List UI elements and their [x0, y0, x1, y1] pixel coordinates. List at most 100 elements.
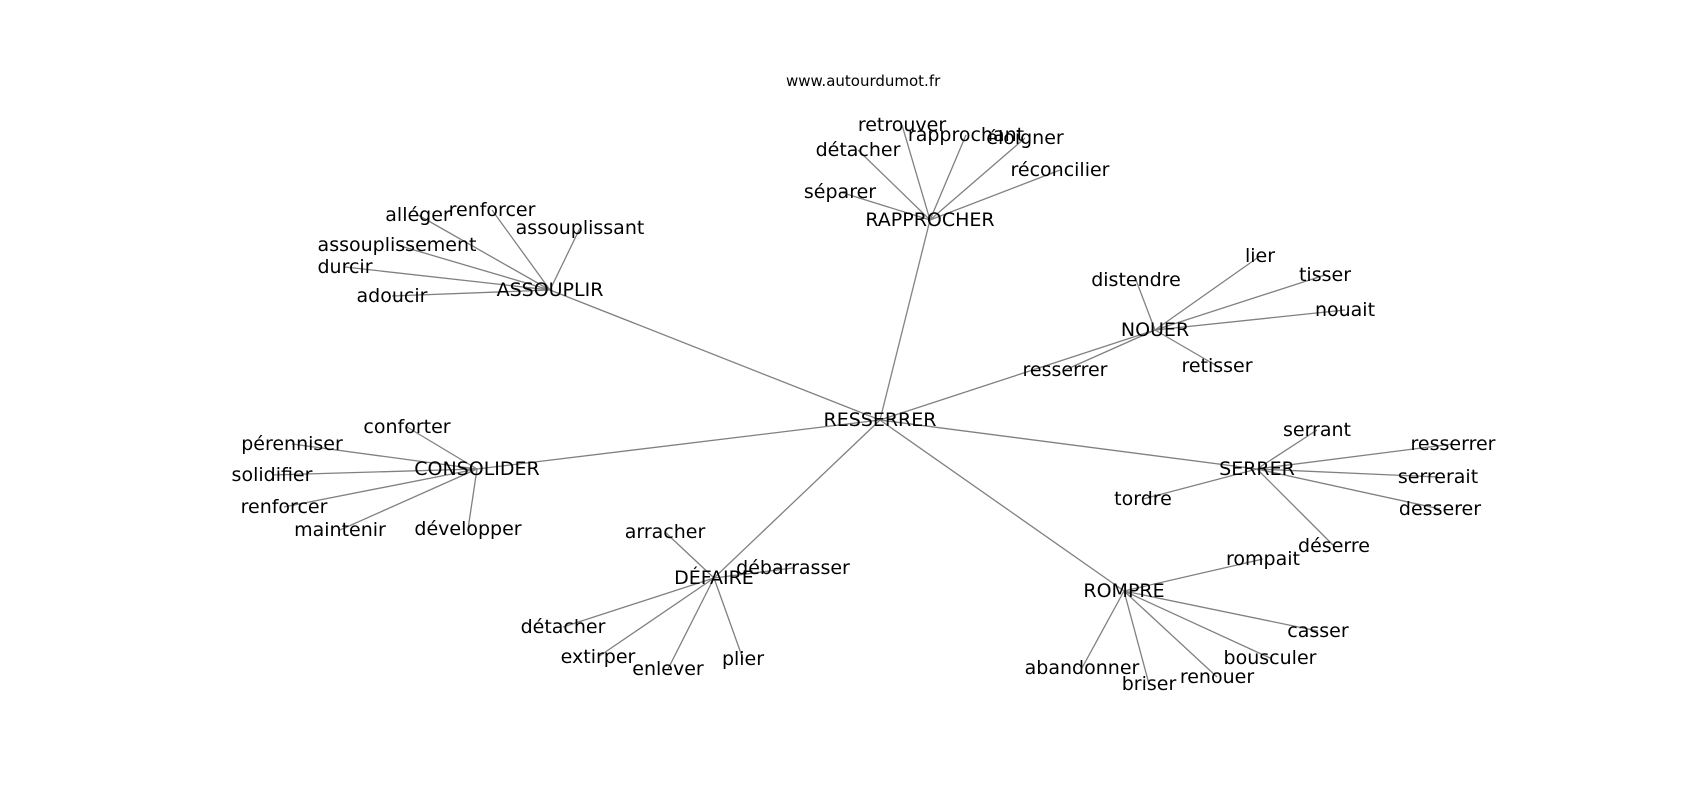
edge-3-1: [291, 443, 478, 470]
hub-node: ROMPRE: [1083, 580, 1164, 602]
source-label: www.autourdumot.fr: [786, 72, 941, 90]
edge-1-2: [549, 227, 581, 291]
edge-5-4: [667, 577, 715, 670]
leaf-node: rompait: [1226, 548, 1300, 570]
leaf-node: tordre: [1114, 488, 1172, 510]
leaf-node: maintenir: [294, 519, 386, 541]
hub-node: ASSOUPLIR: [497, 279, 604, 301]
leaf-node: déserre: [1298, 535, 1370, 557]
edge-0-5: [839, 191, 931, 221]
leaf-node: assouplissant: [516, 217, 645, 239]
leaf-node: détacher: [521, 616, 606, 638]
edge-3-5: [467, 468, 478, 530]
edge-0-1: [929, 134, 967, 221]
leaf-node: séparer: [804, 181, 876, 203]
leaf-node: renouer: [1180, 666, 1254, 688]
edge-4-5: [1256, 468, 1335, 547]
leaf-node: conforter: [363, 416, 450, 438]
leaf-node: pérenniser: [241, 433, 343, 455]
leaf-node: durcir: [317, 256, 372, 278]
edge-4-2: [1256, 468, 1439, 478]
hub-node: CONSOLIDER: [414, 458, 539, 480]
leaf-node: briser: [1122, 673, 1177, 695]
leaf-node: bousculer: [1224, 647, 1317, 669]
edge-4-0: [1256, 429, 1318, 470]
leaf-node: desserer: [1399, 498, 1481, 520]
leaf-node: solidifier: [232, 464, 313, 486]
edge-5-3: [597, 577, 715, 658]
leaf-node: resserrer: [1023, 359, 1108, 381]
edge-4-1: [1256, 443, 1454, 470]
hub-node: DÉFAIRE: [674, 566, 754, 589]
edge-3-3: [283, 468, 478, 508]
edge-0-4: [929, 169, 1061, 221]
leaf-node: réconcilier: [1011, 159, 1110, 181]
edge-center-4: [879, 419, 1258, 470]
hub-node: NOUER: [1121, 319, 1189, 341]
leaf-node: abandonner: [1025, 657, 1140, 679]
edge-2-4: [1064, 329, 1156, 371]
hub-node: SERRER: [1219, 458, 1295, 480]
leaf-node: casser: [1287, 620, 1349, 642]
edge-center-2: [879, 329, 1156, 421]
leaf-node: alléger: [385, 204, 451, 226]
leaf-node: développer: [414, 518, 521, 540]
leaf-node: extirper: [561, 646, 636, 668]
leaf-node: lier: [1245, 245, 1275, 267]
leaf-node: retrouver: [858, 114, 947, 136]
leaf-node: débarrasser: [736, 557, 850, 579]
edge-3-2: [271, 468, 478, 476]
edge-center-3: [476, 419, 881, 470]
edge-3-4: [339, 468, 478, 531]
edge-2-2: [1135, 279, 1156, 331]
leaf-node: arracher: [625, 521, 706, 543]
center-node: RESSERRER: [824, 409, 937, 431]
edge-5-1: [713, 567, 794, 579]
hub-node: RAPPROCHER: [865, 209, 994, 231]
edge-5-2: [562, 577, 715, 628]
edge-0-3: [857, 149, 931, 221]
edge-center-1: [549, 289, 881, 421]
leaf-node: plier: [722, 648, 764, 670]
edge-center-0: [879, 219, 931, 421]
leaf-node: serrant: [1283, 419, 1351, 441]
edge-5-0: [664, 531, 715, 579]
labels: RESSERRERRAPPROCHERretrouverrapprochanté…: [232, 114, 1496, 695]
edge-5-5: [713, 577, 744, 660]
edge-6-1: [1123, 590, 1319, 632]
edge-0-0: [901, 124, 931, 221]
edge-0-2: [929, 137, 1026, 221]
leaf-node: tisser: [1299, 264, 1351, 286]
edge-center-5: [713, 419, 881, 579]
leaf-node: renforcer: [449, 199, 536, 221]
leaf-node: détacher: [816, 139, 901, 161]
edge-1-0: [417, 214, 551, 291]
leaf-node: resserrer: [1411, 433, 1496, 455]
leaf-node: nouait: [1315, 299, 1375, 321]
edge-1-1: [491, 209, 551, 291]
edge-4-3: [1142, 468, 1258, 500]
edge-6-4: [1123, 590, 1150, 685]
leaf-node: éloigner: [986, 127, 1064, 149]
leaf-node: renforcer: [241, 496, 328, 518]
leaf-node: adoucir: [357, 285, 428, 307]
edge-6-2: [1123, 590, 1271, 659]
edges: [271, 124, 1454, 685]
edge-2-3: [1154, 309, 1346, 331]
edge-1-5: [391, 289, 551, 297]
edge-6-3: [1081, 590, 1125, 669]
leaf-node: serrerait: [1398, 466, 1478, 488]
edge-1-4: [344, 266, 551, 291]
edge-2-1: [1154, 274, 1326, 331]
edge-2-5: [1154, 329, 1218, 367]
edge-4-4: [1256, 468, 1441, 510]
leaf-node: assouplissement: [318, 234, 477, 256]
leaf-node: distendre: [1091, 269, 1181, 291]
edge-1-3: [396, 244, 551, 291]
leaf-node: retisser: [1181, 355, 1252, 377]
edge-2-0: [1154, 255, 1261, 331]
leaf-node: enlever: [632, 658, 704, 680]
edge-6-0: [1123, 558, 1264, 592]
